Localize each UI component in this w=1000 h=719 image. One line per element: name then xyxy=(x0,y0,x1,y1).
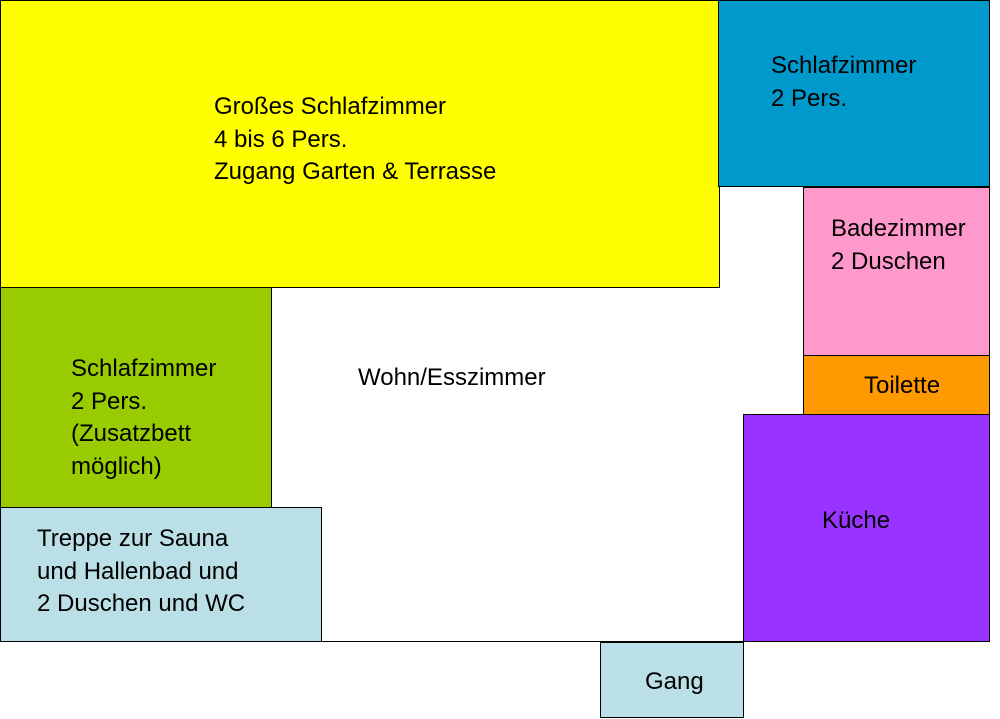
room-label-line: Wohn/Esszimmer xyxy=(358,364,546,391)
room-label-line: Großes Schlafzimmer xyxy=(214,93,447,120)
room-kitchen-label: Küche xyxy=(822,505,890,538)
room-bedroom-left xyxy=(0,287,272,509)
room-label-line: Zugang Garten & Terrasse xyxy=(214,158,497,185)
room-large-bedroom-label: Großes Schlafzimmer 4 bis 6 Pers. Zugang… xyxy=(214,91,496,189)
room-label-line: 2 Pers. xyxy=(71,387,148,415)
room-label-line: Treppe zur Sauna xyxy=(37,525,229,552)
room-living-room-label: Wohn/Esszimmer xyxy=(358,362,546,395)
room-large-bedroom xyxy=(0,0,720,288)
room-bedroom-left-label: Schlafzimmer 2 Pers. (Zusatzbett möglich… xyxy=(71,353,216,483)
room-label-line: Küche xyxy=(822,507,891,534)
room-bedroom-top-right-label: Schlafzimmer 2 Pers. xyxy=(771,50,916,115)
room-hallway-label: Gang xyxy=(645,666,704,699)
room-stairs-label: Treppe zur Sauna und Hallenbad und 2 Dus… xyxy=(37,523,245,621)
room-label-line: (Zusatzbett xyxy=(71,420,192,447)
room-label-line: 2 Duschen xyxy=(831,247,946,275)
room-stairs xyxy=(0,507,322,642)
room-hallway xyxy=(600,642,744,718)
room-label-line: und Hallenbad und xyxy=(37,557,239,585)
room-label-line: Schlafzimmer xyxy=(71,355,217,382)
room-label-line: Gang xyxy=(645,668,704,695)
room-toilet-label: Toilette xyxy=(864,370,940,403)
room-label-line: 2 Pers. xyxy=(771,84,848,112)
room-kitchen xyxy=(743,414,990,642)
room-label-line: Schlafzimmer xyxy=(771,52,917,79)
room-label-line: 2 Duschen und WC xyxy=(37,590,246,617)
room-bathroom-label: Badezimmer 2 Duschen xyxy=(831,213,966,278)
room-label-line: Badezimmer xyxy=(831,215,966,242)
room-label-line: möglich) xyxy=(71,452,162,480)
room-label-line: Toilette xyxy=(864,372,941,399)
room-bedroom-top-right xyxy=(718,0,990,187)
room-label-line: 4 bis 6 Pers. xyxy=(214,125,348,153)
